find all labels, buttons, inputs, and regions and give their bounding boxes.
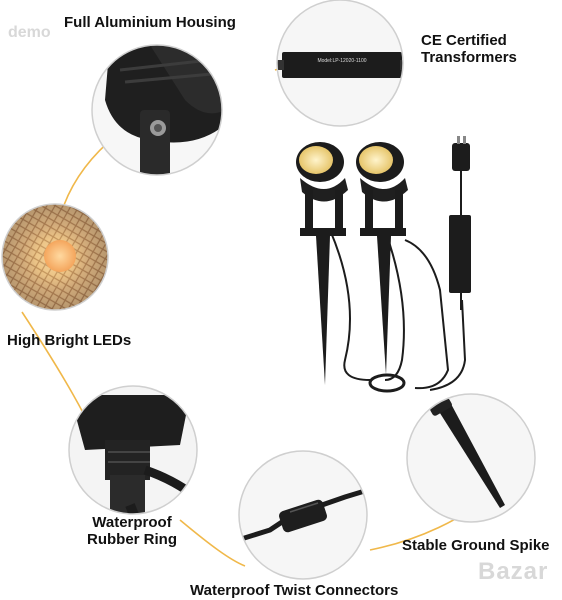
label-leds: High Bright LEDs [7,332,132,349]
transformer-closeup: Model:LP-12020-1100 [276,0,404,127]
transformer-model-label: Model:LP-12020-1100 [317,58,366,64]
housing-closeup [91,44,223,176]
connector-closeup [238,450,368,580]
led-closeup [1,203,109,311]
label-spike: Stable Ground Spike [402,537,550,554]
label-connectors: Waterproof Twist Connectors [190,582,399,599]
watermark-top-left: demo [8,24,51,41]
label-housing: Full Aluminium Housing [64,14,236,31]
label-ring-line1: Waterproof [92,514,172,531]
label-transformers-line2: Transformers [421,49,517,66]
rubber-ring-closeup [68,385,198,515]
watermark-bottom-right: Bazar [478,558,549,585]
label-transformers-line1: CE Certified [421,32,507,49]
label-ring-line2: Rubber Ring [87,531,177,548]
spike-closeup [406,393,536,523]
product-main [296,136,471,393]
